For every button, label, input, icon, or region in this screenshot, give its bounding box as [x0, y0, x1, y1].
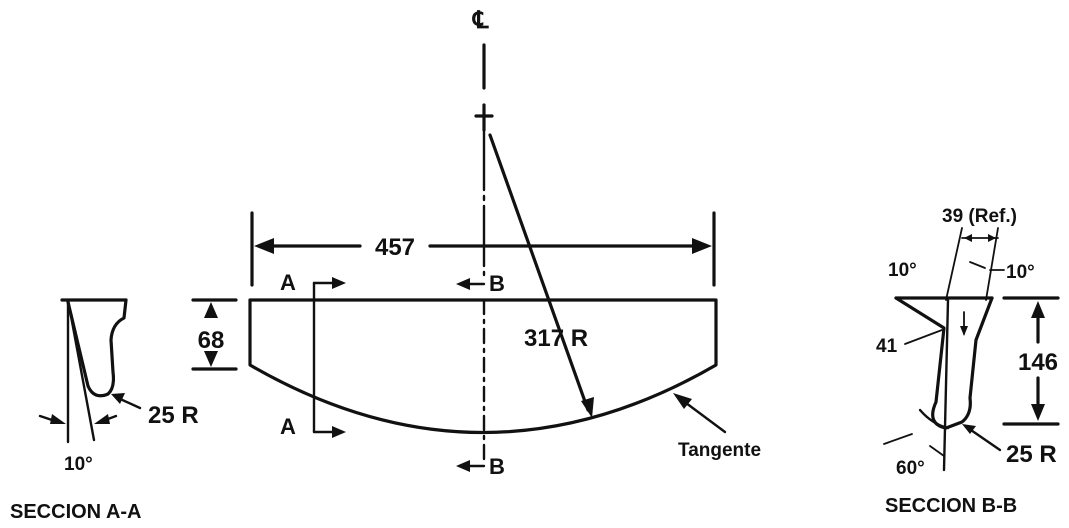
section-a-top-label: A: [280, 270, 296, 295]
section-line-bb: B B: [456, 271, 505, 479]
width-dimension: 457: [250, 211, 716, 287]
section-bb-dim-41: 41: [876, 336, 898, 357]
section-b-top-label: B: [489, 271, 505, 296]
tangent-leader: Tangente: [673, 393, 761, 461]
section-bb-radius: 25 R: [1006, 441, 1057, 468]
section-aa-radius: 25 R: [148, 402, 199, 429]
radius-label: 317 R: [524, 325, 588, 352]
section-bb-angle-bottom: 60°: [896, 458, 925, 479]
part-outline: [248, 298, 718, 434]
section-line-aa: A A: [280, 270, 346, 439]
centerline-symbol: ℄: [472, 7, 489, 34]
radius-dimension: 317 R: [488, 133, 594, 418]
centerline: [474, 43, 494, 467]
tangent-label: Tangente: [678, 440, 761, 461]
width-dim-label: 457: [375, 234, 415, 261]
section-bb-angle-right: 10°: [1006, 262, 1035, 283]
section-a-bottom-label: A: [280, 414, 296, 439]
section-aa-title: SECCION A-A: [10, 501, 141, 523]
height-dimension: 68: [191, 298, 238, 371]
section-b-bottom-label: B: [489, 454, 505, 479]
section-bb-ref-dim: 39 (Ref.): [942, 206, 1017, 227]
height-dim-label: 68: [198, 327, 225, 354]
section-bb-angle-left: 10°: [888, 260, 917, 281]
section-bb: 39 (Ref.) 10° 10° 41 146 25 R 60° SECCIO…: [876, 206, 1060, 517]
section-bb-title: SECCION B-B: [885, 495, 1017, 517]
main-view: ℄ 457 68: [191, 7, 761, 479]
section-aa-angle: 10°: [64, 454, 93, 475]
section-aa: 25 R 10° SECCION A-A: [10, 298, 199, 523]
section-bb-dim-146: 146: [1018, 349, 1058, 376]
